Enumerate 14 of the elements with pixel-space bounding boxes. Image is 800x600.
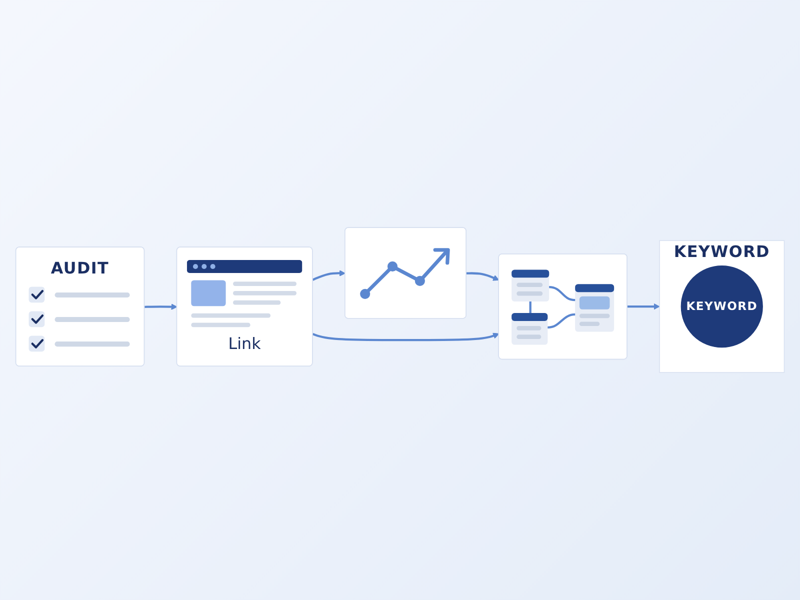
- panel-title: KEYWORD: [674, 243, 770, 262]
- arrow: [312, 270, 346, 281]
- sitemap-card: [498, 254, 628, 360]
- arrow: [466, 272, 500, 281]
- circle-label: KEYWORD: [686, 299, 758, 314]
- browser-window: [176, 246, 313, 366]
- arrow: [144, 304, 178, 310]
- link-text: Link: [228, 335, 261, 354]
- chart-card: [344, 227, 466, 319]
- arrow: [627, 303, 660, 310]
- card-title: AUDIT: [50, 260, 110, 278]
- arrow: [312, 332, 500, 342]
- checklist-card: [15, 246, 145, 366]
- keyword-circle: [680, 265, 763, 348]
